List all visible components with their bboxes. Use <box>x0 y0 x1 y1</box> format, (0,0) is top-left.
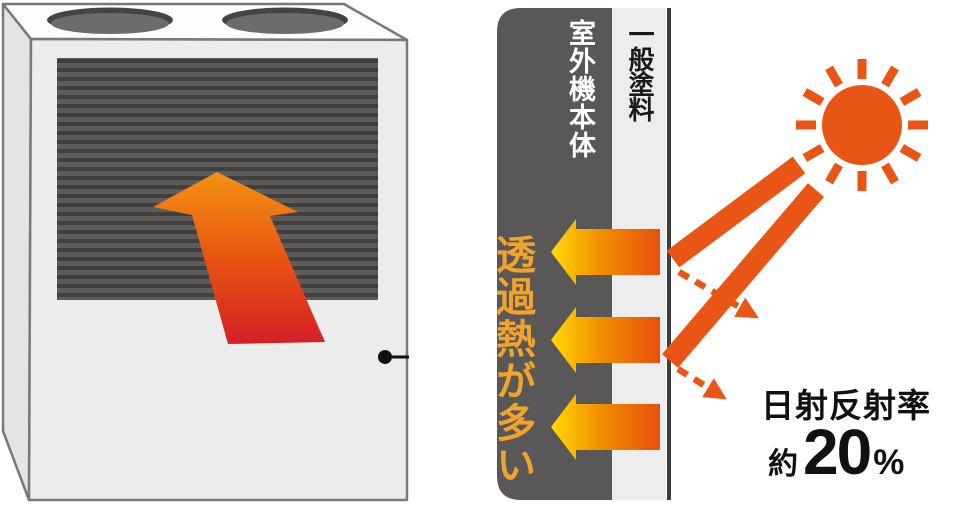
up-heat-arrow-icon <box>153 172 325 344</box>
general-paint-label: 一般塗料 <box>625 21 655 121</box>
reflectance-percent-sign: % <box>873 443 905 482</box>
sun-beam-icon <box>666 156 806 268</box>
sun-icon <box>796 59 928 191</box>
unit-body-label: 室外機本体 <box>565 19 595 159</box>
outdoor-unit-illustration <box>1 2 409 502</box>
fan-opening-right-icon <box>222 7 348 34</box>
reflectance-approx-label: 約 <box>768 448 798 481</box>
reflectance-value: 20 <box>803 416 872 488</box>
unit-left-face <box>1 2 33 502</box>
fan-opening-left-icon <box>47 7 173 34</box>
solar-reflectance-title: 日射反射率 <box>761 387 931 424</box>
solar-reflectance-value-row: 約 20 % <box>768 420 904 484</box>
left-heat-arrow-icon <box>551 307 660 373</box>
transmitted-heat-label: 透過熱が多い <box>490 234 534 486</box>
reflected-ray-dashed-arrow-icon <box>677 269 759 319</box>
paint-surface-line <box>667 8 671 500</box>
sun-beam-icon <box>662 183 824 368</box>
callout-marker <box>378 350 409 364</box>
left-heat-arrow-icon <box>551 219 660 285</box>
paint-cross-section-panel <box>497 8 975 500</box>
reflected-ray-dashed-arrow-icon <box>676 366 727 400</box>
left-heat-arrow-icon <box>551 394 660 460</box>
